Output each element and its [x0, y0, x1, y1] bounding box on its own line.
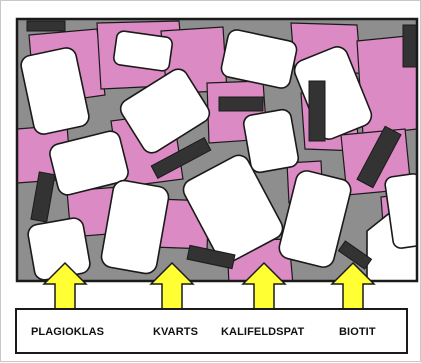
- biotit-flake: [309, 81, 325, 141]
- legend-label-biotit: BIOTIT: [339, 326, 376, 338]
- legend-label-plagioklas: PLAGIOKLAS: [31, 326, 104, 338]
- legend-label-kalifeldspat: KALIFELDSPAT: [221, 326, 304, 338]
- plagioklas-grain: [242, 108, 299, 173]
- plagioklas-grain: [113, 30, 173, 71]
- biotit-flake: [219, 97, 263, 111]
- legend-label-kvarts: KVARTS: [153, 326, 198, 338]
- biotit-flake: [27, 21, 65, 31]
- biotit-flake: [403, 25, 417, 67]
- rock-section: [17, 19, 421, 285]
- legend-box: PLAGIOKLAS KVARTS KALIFELDSPAT BIOTIT: [15, 308, 408, 354]
